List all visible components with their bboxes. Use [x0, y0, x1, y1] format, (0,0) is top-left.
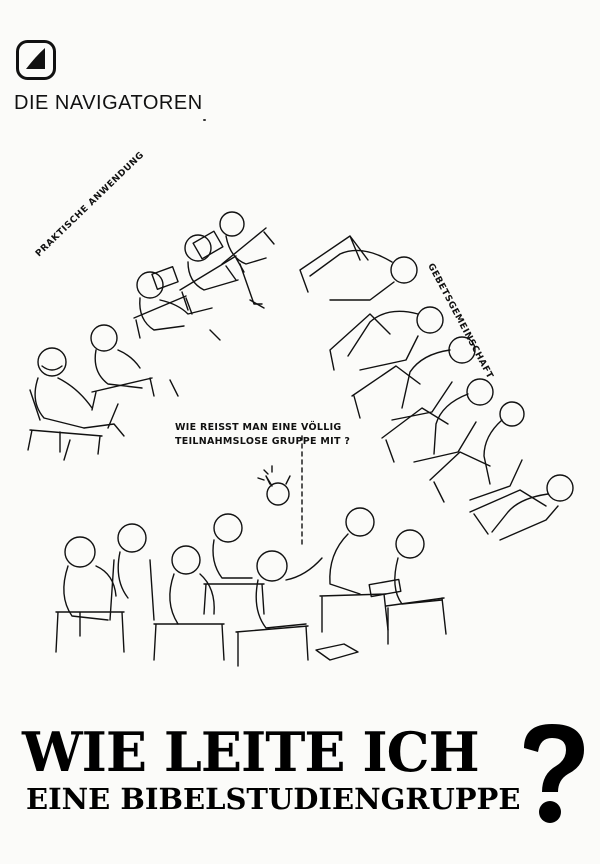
print-speck [203, 119, 206, 121]
light-bulb-drawing [257, 435, 303, 547]
caption-line-2: TEILNAHMSLOSE GRUPPE MIT ? [175, 436, 351, 447]
prayer-fellowship-group [299, 235, 574, 541]
page-title: WIE LEITE ICH [22, 720, 480, 784]
page-subtitle: EINE BIBELSTUDIENGRUPPE [26, 782, 521, 816]
navigators-logo-icon [16, 40, 56, 80]
brand-name: DIE NAVIGATOREN [14, 92, 203, 114]
practical-application-group [27, 211, 275, 461]
illustration-caption: WIE REISST MAN EINE VÖLLIG TEILNAHMSLOSE… [175, 421, 395, 449]
question-mark-icon [524, 724, 584, 823]
bible-study-group-illustration [27, 211, 574, 667]
caption-line-1: WIE REISST MAN EINE VÖLLIG [175, 422, 342, 433]
indifferent-group [55, 507, 447, 667]
